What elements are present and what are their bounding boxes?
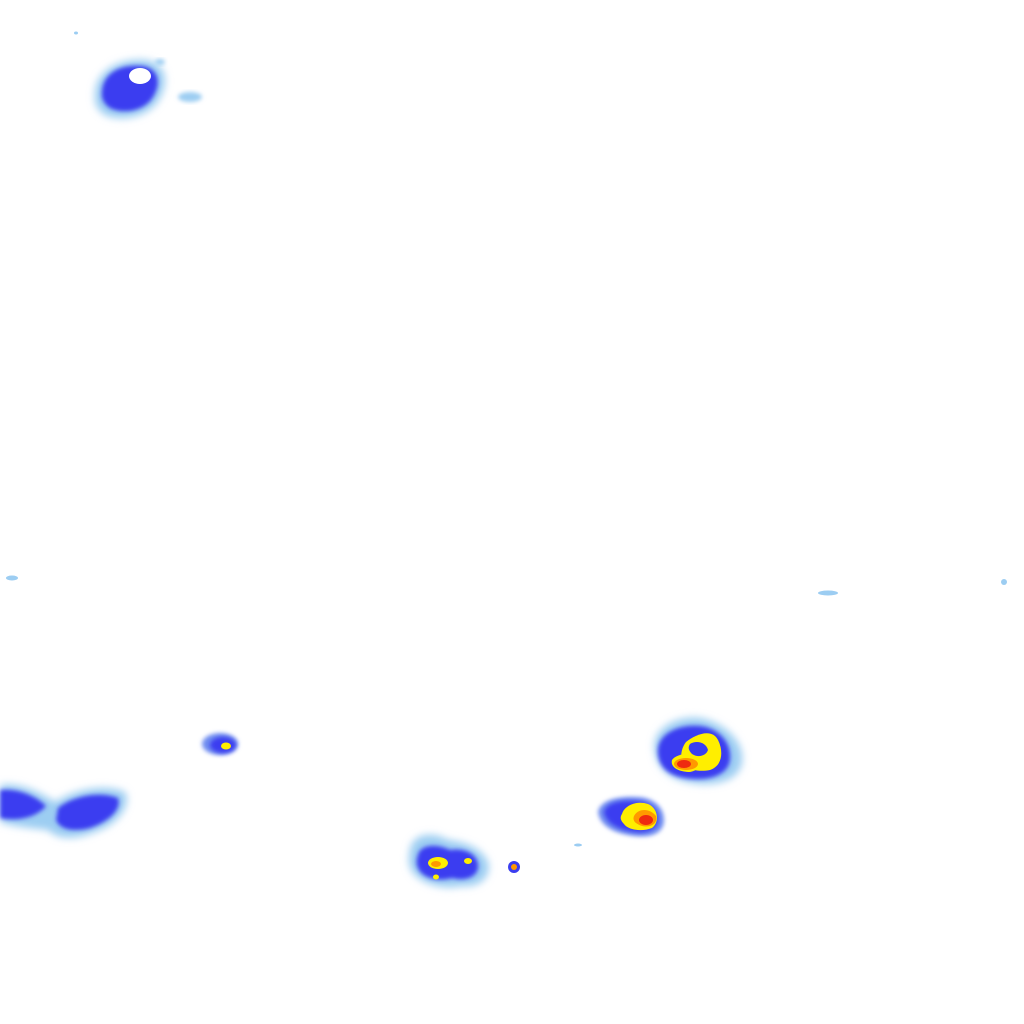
cell-northwest	[94, 59, 202, 119]
cell-west-small	[202, 733, 238, 755]
cell-south-center-dot	[508, 861, 520, 873]
cell-southeast-upper	[654, 717, 743, 785]
cell-south-center	[408, 834, 489, 888]
drizzle-specks	[6, 31, 1007, 847]
cell-southeast-lower	[598, 796, 664, 837]
cell-southwest-band	[0, 784, 127, 838]
